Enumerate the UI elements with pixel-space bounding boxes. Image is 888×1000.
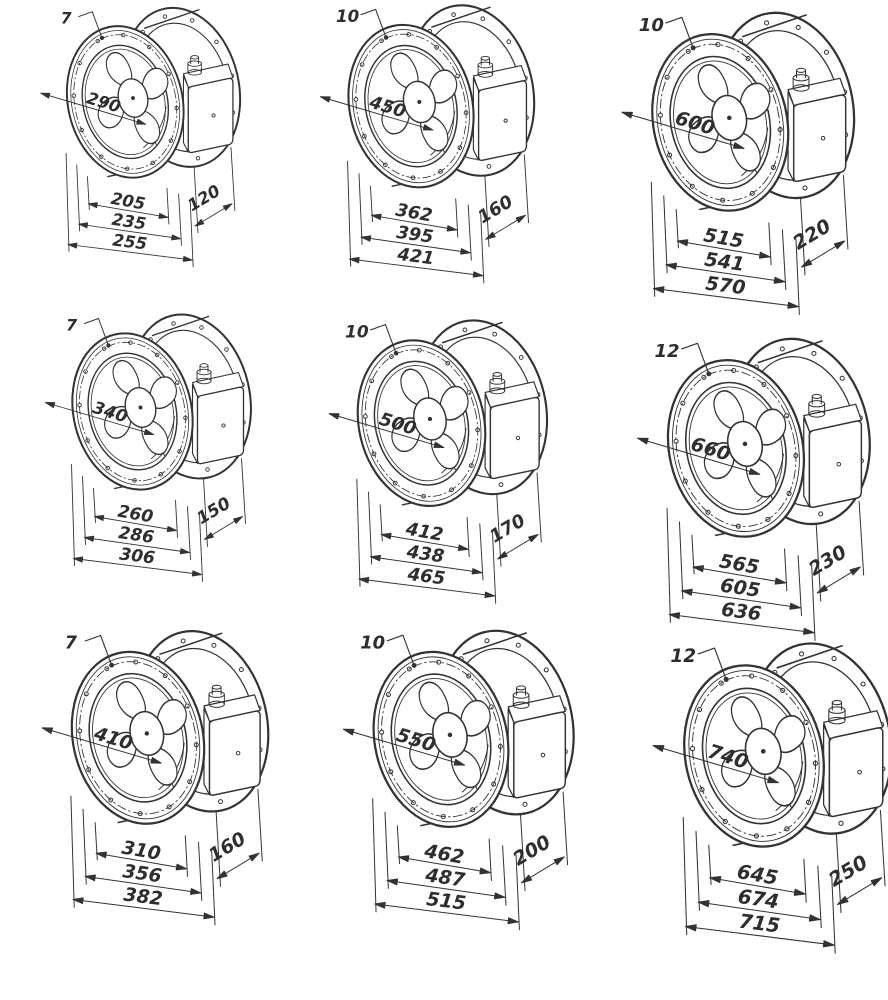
width-middle-label: 674 bbox=[736, 885, 780, 914]
flange-callout-label: 7 bbox=[65, 634, 78, 654]
width-outer-label: 465 bbox=[405, 564, 446, 590]
fan-line-art bbox=[620, 0, 873, 316]
depth-label: 250 bbox=[825, 851, 872, 892]
width-middle-label: 605 bbox=[719, 574, 762, 602]
width-middle-label: 541 bbox=[703, 248, 746, 276]
fan-line-art bbox=[39, 0, 257, 268]
fan-line-art bbox=[636, 323, 888, 642]
fan-drawing-9: 12 740 645 674 715 250 bbox=[651, 628, 888, 955]
depth-label: 220 bbox=[789, 214, 835, 254]
width-outer-label: 306 bbox=[118, 544, 156, 568]
fan-line-art bbox=[41, 616, 287, 926]
width-middle-label: 286 bbox=[117, 523, 155, 548]
width-middle-label: 395 bbox=[395, 223, 434, 248]
flange-callout-label: 7 bbox=[61, 9, 72, 27]
depth-label: 160 bbox=[475, 192, 517, 228]
depth-label: 160 bbox=[205, 828, 249, 866]
fan-drawing-7: 7 410 310 356 382 160 bbox=[41, 616, 287, 926]
fan-line-art bbox=[44, 301, 268, 583]
flange-callout-label: 10 bbox=[345, 321, 369, 341]
depth-label: 230 bbox=[804, 540, 850, 580]
width-middle-label: 235 bbox=[111, 210, 148, 234]
width-outer-label: 715 bbox=[738, 910, 782, 938]
width-outer-label: 421 bbox=[395, 245, 435, 269]
fan-drawing-3: 10 600 515 541 570 220 bbox=[620, 0, 873, 316]
width-outer-label: 570 bbox=[704, 272, 747, 300]
fan-drawing-6: 12 660 565 605 636 230 bbox=[636, 323, 888, 642]
width-outer-label: 636 bbox=[720, 598, 763, 626]
depth-label: 170 bbox=[486, 510, 529, 547]
fan-cell-3: 10 600 515 541 570 220 bbox=[592, 0, 888, 372]
fan-line-art bbox=[319, 0, 552, 284]
fan-drawing-8: 10 550 462 487 515 200 bbox=[342, 615, 593, 931]
fan-cell-1: 7 290 205 235 255 120 bbox=[0, 0, 296, 372]
flange-callout-label: 12 bbox=[670, 646, 696, 667]
width-outer-label: 255 bbox=[112, 230, 148, 253]
depth-label: 120 bbox=[184, 181, 223, 215]
fan-cell-5: 10 500 412 438 465 170 bbox=[296, 306, 592, 692]
fan-cell-4: 7 340 260 286 306 150 bbox=[0, 301, 296, 692]
depth-label: 200 bbox=[509, 831, 554, 870]
flange-callout-label: 10 bbox=[639, 15, 664, 36]
flange-callout-label: 7 bbox=[66, 316, 78, 335]
fan-line-art bbox=[328, 306, 565, 605]
depth-label: 150 bbox=[194, 493, 235, 529]
width-middle-label: 356 bbox=[121, 861, 163, 887]
fan-cell-2: 10 450 362 395 421 160 bbox=[296, 0, 592, 372]
flange-callout-label: 10 bbox=[360, 633, 385, 654]
fan-cell-7: 7 410 310 356 382 160 bbox=[0, 616, 296, 1000]
fan-drawing-4: 7 340 260 286 306 150 bbox=[44, 301, 268, 583]
fan-cell-9: 12 740 645 674 715 250 bbox=[592, 628, 888, 1000]
width-outer-label: 515 bbox=[425, 888, 467, 915]
fan-drawing-2: 10 450 362 395 421 160 bbox=[319, 0, 552, 284]
fan-drawing-5: 10 500 412 438 465 170 bbox=[328, 306, 565, 605]
width-outer-label: 382 bbox=[122, 885, 163, 911]
fan-drawing-1: 7 290 205 235 255 120 bbox=[39, 0, 257, 268]
fan-cell-8: 10 550 462 487 515 200 bbox=[296, 615, 593, 1000]
fan-line-art bbox=[342, 615, 593, 931]
flange-callout-label: 12 bbox=[654, 341, 679, 362]
flange-callout-label: 10 bbox=[336, 7, 359, 26]
fan-cell-6: 12 660 565 605 636 230 bbox=[592, 320, 888, 692]
